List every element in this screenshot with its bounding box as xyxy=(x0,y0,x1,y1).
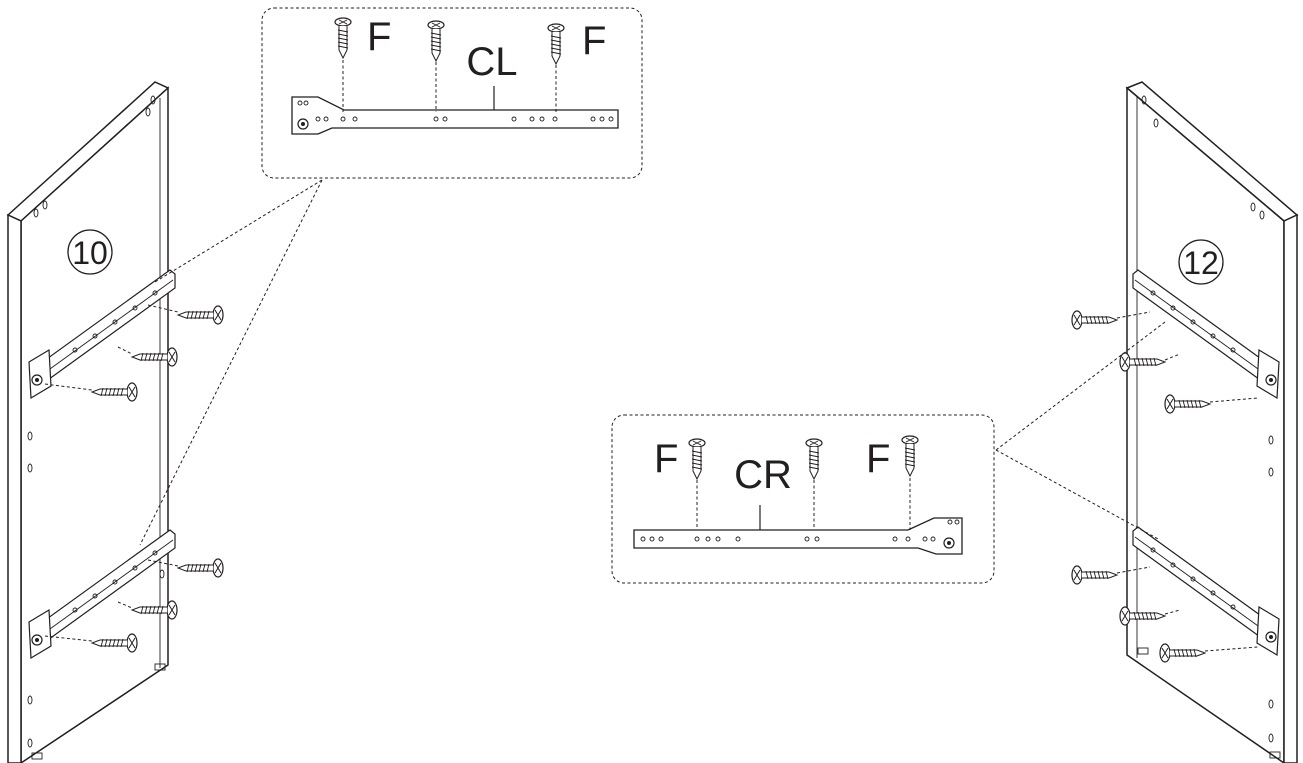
right-detail-rail xyxy=(633,517,963,555)
left-rail-detail: F CL F xyxy=(139,7,643,546)
left-screw-label-2: F xyxy=(582,19,606,63)
right-screw-label-2: F xyxy=(866,437,890,481)
right-side-panel: 12 xyxy=(1125,81,1299,763)
left-rail-label: CL xyxy=(466,40,517,84)
right-screw-label-1: F xyxy=(654,437,678,481)
left-detail-rail xyxy=(291,96,619,135)
left-screw-label-1: F xyxy=(367,15,391,59)
right-panel-number-circle xyxy=(1178,239,1224,285)
left-panel-number: 10 xyxy=(72,235,108,271)
left-screws xyxy=(44,304,224,653)
right-panel-number: 12 xyxy=(1183,245,1219,281)
right-rail-label: CR xyxy=(734,453,792,497)
right-screws xyxy=(1071,310,1259,663)
left-side-panel: 10 xyxy=(6,81,176,763)
right-rail-detail: F CR F xyxy=(611,321,1166,584)
left-panel-number-circle xyxy=(67,229,113,275)
